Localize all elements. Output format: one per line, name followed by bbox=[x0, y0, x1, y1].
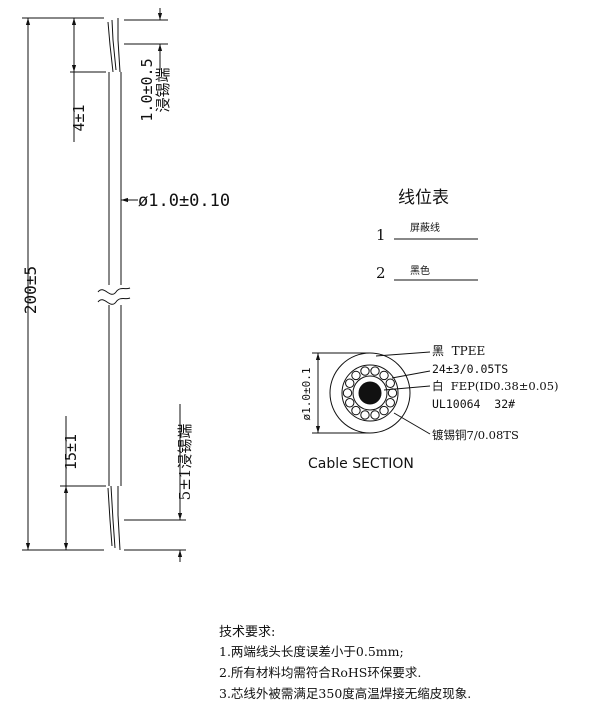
top-tin-label: 浸锡端 bbox=[154, 67, 172, 112]
requirement-3: 3.芯线外被需满足350度高温焊接无缩皮现象. bbox=[219, 686, 471, 701]
cable-break-mark bbox=[97, 287, 131, 305]
callout-shield: 24±3/0.05TS bbox=[432, 362, 508, 376]
requirements-title: 技术要求: bbox=[219, 625, 275, 640]
bottom-tin-dimension bbox=[124, 404, 186, 562]
shield-strand bbox=[379, 405, 389, 416]
callout-conductor: 镀锡铜7/0.08TS bbox=[432, 428, 519, 442]
top-strip-label: 4±1 bbox=[70, 104, 88, 131]
shield-strand bbox=[345, 378, 355, 388]
top-tin-length: 1.0±0.5 bbox=[138, 58, 156, 121]
bottom-tin-label: 5±1浸锡端 bbox=[176, 424, 194, 501]
shield-strands bbox=[342, 366, 398, 420]
callout-jacket: 黑 TPEE bbox=[432, 344, 485, 358]
jacket-circle bbox=[329, 352, 411, 434]
wire-table-title: 线位表 bbox=[398, 188, 449, 208]
shield-strand bbox=[351, 405, 361, 416]
shield-strand bbox=[351, 370, 361, 381]
wire-row-1-number: 1 bbox=[376, 226, 386, 244]
section-caption: Cable SECTION bbox=[308, 456, 414, 472]
bottom-strip-label: 15±1 bbox=[62, 434, 80, 470]
shield-ring bbox=[341, 364, 399, 422]
callout-insulation: 白 FEP(ID0.38±0.05) bbox=[432, 379, 559, 393]
cable-cross-section bbox=[312, 352, 411, 434]
shield-strand bbox=[360, 410, 370, 420]
total-length-label: 200±5 bbox=[21, 266, 40, 314]
shield-strand bbox=[385, 378, 395, 388]
shield-strand bbox=[370, 410, 380, 420]
section-diameter-label: ø1.0±0.1 bbox=[300, 368, 313, 421]
diameter-label: ø1.0±0.10 bbox=[138, 191, 230, 211]
requirement-2: 2.所有材料均需符合RoHS环保要求. bbox=[219, 665, 421, 680]
wire-row-2-name: 黑色 bbox=[410, 264, 430, 277]
shield-strand bbox=[387, 388, 398, 398]
wire-row-1-name: 屏蔽线 bbox=[410, 221, 440, 234]
shield-strand bbox=[370, 366, 380, 376]
requirement-1: 1.两端线头长度误差小于0.5mm; bbox=[219, 644, 404, 659]
bottom-strip-dimension bbox=[60, 416, 106, 550]
total-length-dimension bbox=[22, 17, 104, 551]
bottom-stripped-conductor bbox=[107, 485, 121, 551]
shield-strand bbox=[379, 370, 389, 381]
callout-spec: UL10064 32# bbox=[432, 397, 515, 411]
insulation-circle bbox=[352, 375, 388, 411]
wire-row-2-number: 2 bbox=[376, 264, 386, 282]
top-tin-dimension bbox=[124, 8, 168, 70]
top-strip-dimension bbox=[70, 18, 106, 73]
shield-strand bbox=[345, 398, 355, 408]
conductor-core bbox=[358, 381, 382, 405]
top-stripped-conductor bbox=[107, 18, 121, 73]
shield-strand bbox=[385, 398, 395, 408]
cable-side-view bbox=[97, 18, 131, 551]
shield-strand bbox=[360, 366, 370, 376]
shield-strand bbox=[342, 388, 353, 398]
section-callout-leaders bbox=[375, 351, 431, 435]
